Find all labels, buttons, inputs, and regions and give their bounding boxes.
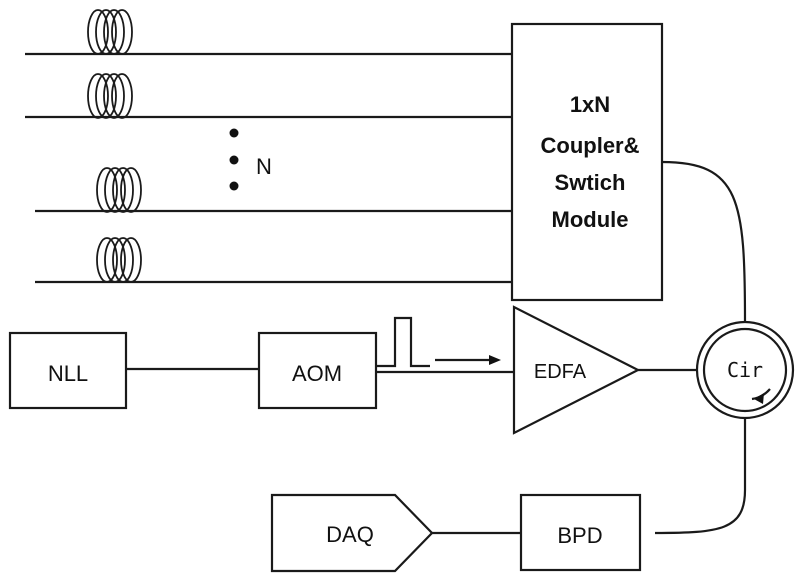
nll-label: NLL — [48, 361, 88, 386]
edfa-label: EDFA — [534, 361, 587, 383]
arrow-head-icon — [754, 393, 764, 404]
coupler-to-circulator-fiber — [661, 160, 747, 323]
nll-box — [8, 331, 128, 410]
coupler-label-line-1: 1xN — [570, 92, 610, 117]
coupler-label-line-3: Swtich — [555, 170, 626, 195]
ellipsis-dots — [229, 128, 239, 191]
coupler-switch-module — [510, 22, 664, 302]
fiber-coil-icon — [96, 237, 142, 283]
aom-box — [257, 331, 378, 410]
fiber-coil-icon — [96, 167, 142, 213]
aom-label: AOM — [292, 361, 342, 386]
channel-count-label: N — [256, 154, 272, 179]
fiber-coil-icon — [87, 9, 133, 55]
coupler-label-line-4: Module — [552, 207, 629, 232]
pulse-waveform — [376, 316, 430, 368]
arrow-head-icon — [489, 355, 501, 365]
edfa-amplifier — [512, 305, 641, 435]
fiber-coil-icon — [87, 73, 133, 119]
bpd-label: BPD — [557, 523, 602, 548]
daq-label: DAQ — [326, 522, 374, 547]
daq-unit — [270, 493, 434, 573]
coupler-label-line-2: Coupler& — [541, 133, 640, 158]
circulator-label: Cir — [727, 358, 763, 382]
circulator-to-bpd-fiber — [654, 418, 747, 535]
